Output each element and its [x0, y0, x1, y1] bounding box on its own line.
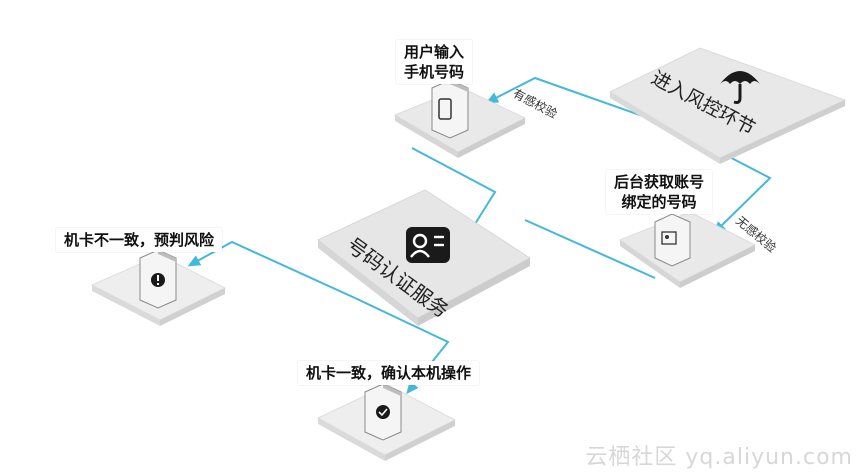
backend-fetch-line2: 绑定的号码	[621, 193, 697, 211]
user-input-label: 用户输入 手机号码	[396, 40, 473, 84]
backend-node	[618, 211, 757, 288]
user-input-line1: 用户输入	[404, 43, 465, 61]
mismatch-label: 机卡不一致，预判风险	[56, 228, 223, 252]
risk-link-panel: 进入风控环节	[608, 47, 847, 164]
umbrella-icon	[720, 71, 760, 104]
alert-device-icon	[139, 249, 177, 309]
mismatch-node	[90, 249, 227, 326]
number-auth-panel: 号码认证服务	[317, 189, 531, 326]
backend-fetch-label: 后台获取账号 绑定的号码	[606, 170, 713, 214]
match-label: 机卡一致，确认本机操作	[298, 361, 480, 385]
backend-fetch-line1: 后台获取账号	[614, 173, 705, 191]
edge-to-user-input	[485, 76, 669, 126]
user-input-line2: 手机号码	[404, 63, 465, 81]
edge-auth-to-mismatch	[187, 240, 356, 299]
server-device-icon	[654, 213, 691, 267]
id-card-icon	[406, 227, 450, 263]
edge-user-to-auth	[411, 147, 497, 225]
check-device-icon	[364, 383, 402, 441]
match-node	[316, 383, 457, 461]
edge-backend-to-auth	[524, 219, 656, 279]
phone-device-icon	[431, 79, 469, 139]
user-input-node	[393, 79, 527, 158]
watermark: 云栖社区 yq.aliyun.com	[585, 445, 853, 470]
